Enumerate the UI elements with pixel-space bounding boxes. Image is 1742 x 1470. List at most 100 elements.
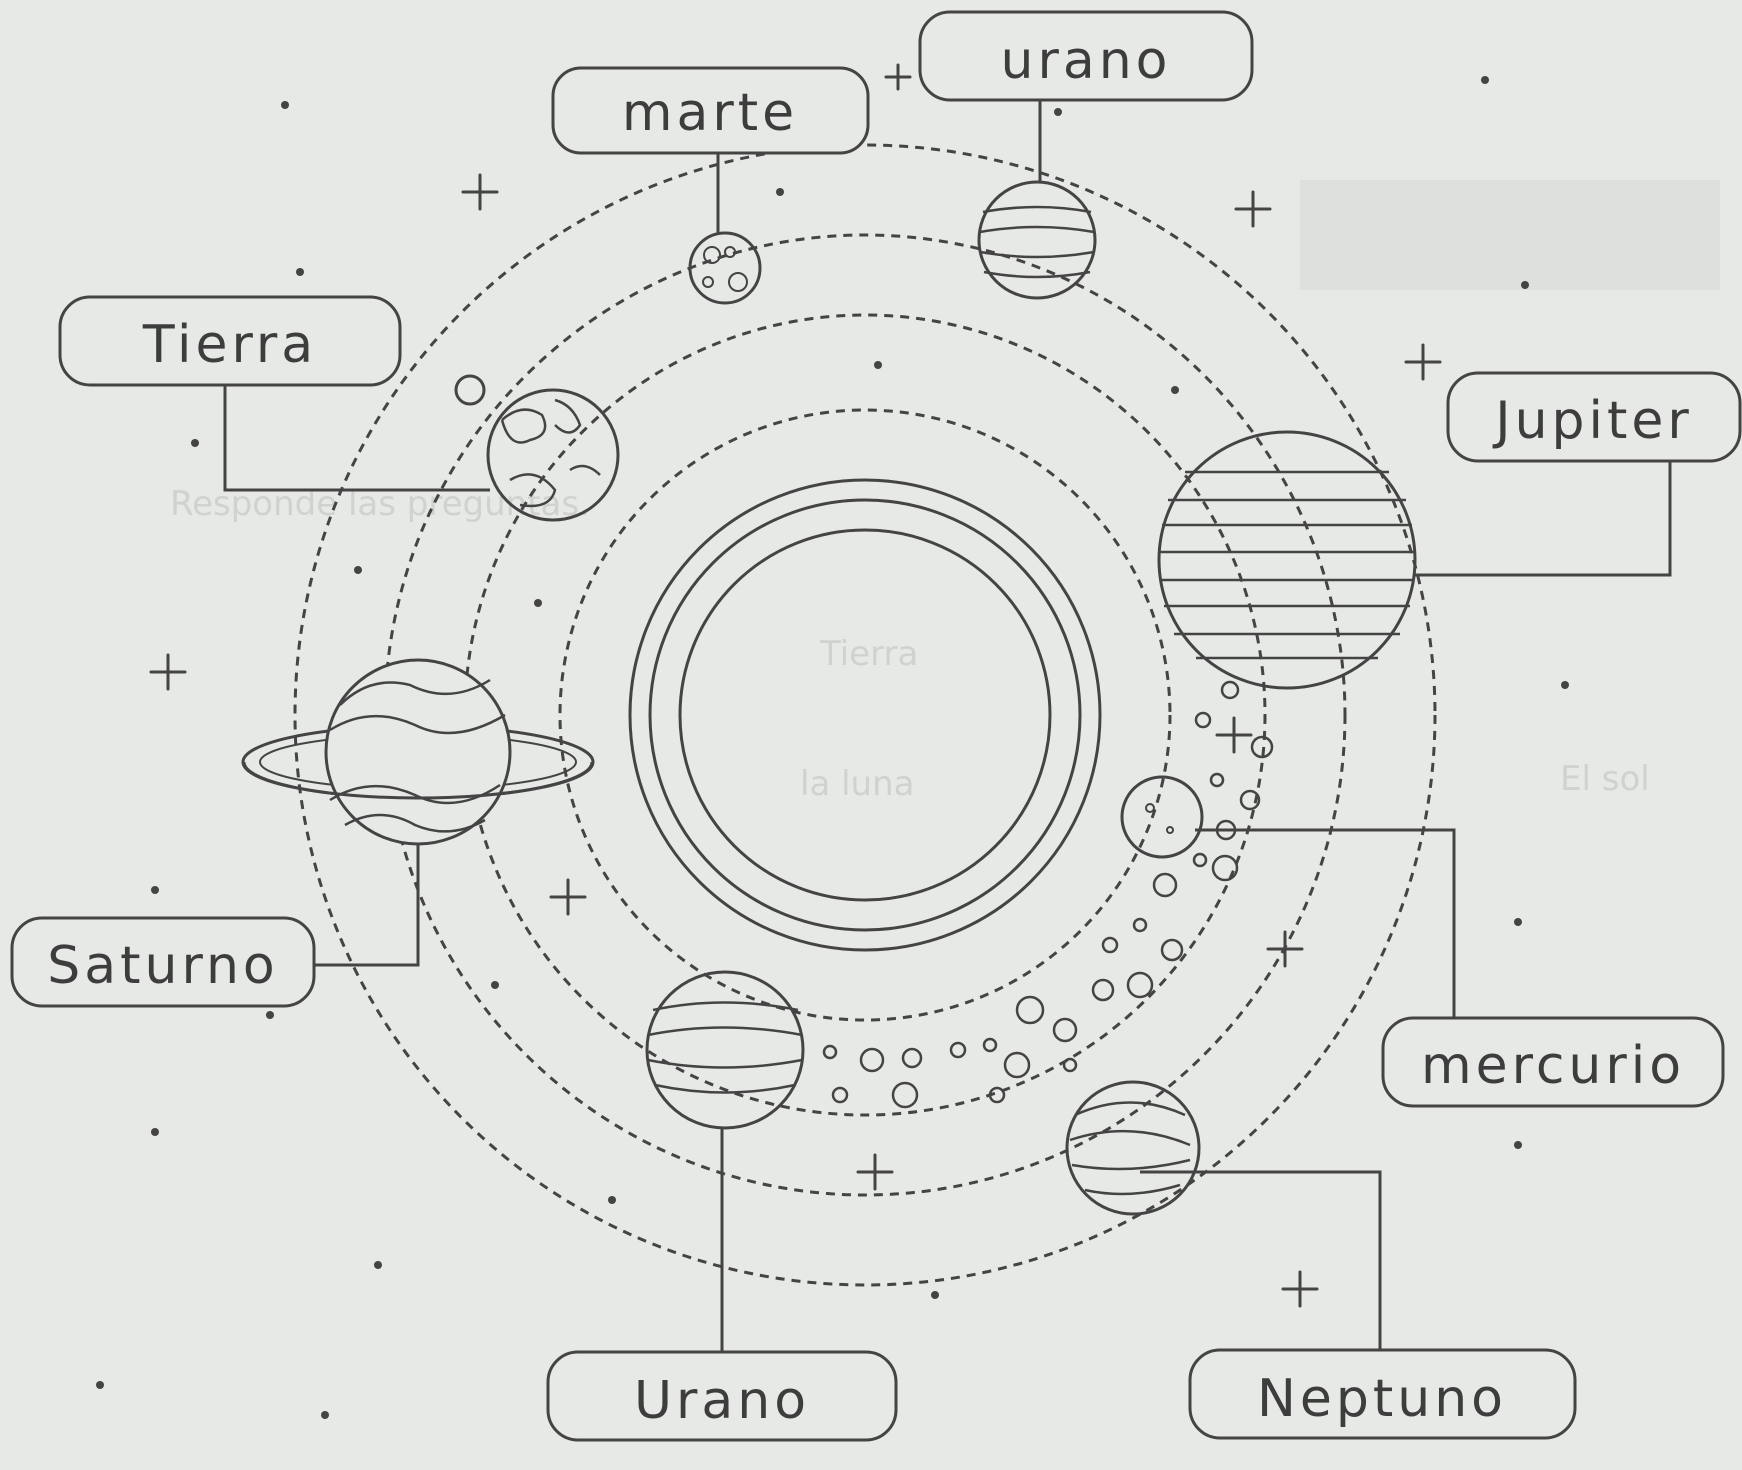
- label-tierra: Tierra: [142, 315, 317, 375]
- asteroid: [1160, 938, 1184, 962]
- star-icon: [1404, 343, 1442, 381]
- dot: [776, 188, 784, 196]
- dot: [608, 1196, 616, 1204]
- asteroid: [949, 1041, 967, 1059]
- asteroid: [1152, 872, 1178, 898]
- asteroid: [831, 1086, 849, 1104]
- leader-line-jupiter: [1415, 455, 1672, 577]
- asteroid: [1192, 852, 1208, 868]
- label-box-neptuno: [1188, 1348, 1577, 1440]
- dot: [96, 1381, 104, 1389]
- dot: [534, 599, 542, 607]
- label-boxes: [10, 10, 1742, 1442]
- star-icon: [1234, 190, 1272, 228]
- show-through-print: Responde las preguntas. El sol la luna T…: [170, 180, 1720, 804]
- orbit-1: [558, 408, 1172, 1022]
- ghost-line-4: Tierra: [819, 634, 918, 674]
- label-box-tierra: [58, 295, 402, 387]
- sun-middle-ring: [648, 498, 1082, 932]
- leader-line-mercurio: [1195, 828, 1456, 1020]
- dot: [321, 1411, 329, 1419]
- label-box-jupiter: [1446, 371, 1742, 463]
- star-icon: [149, 653, 187, 691]
- label-box-saturno: [10, 916, 316, 1008]
- star-icon: [461, 173, 499, 211]
- dot: [354, 566, 362, 574]
- asteroid: [1015, 995, 1045, 1025]
- asteroid: [1211, 854, 1239, 882]
- asteroid: [901, 1047, 923, 1069]
- asteroid: [1194, 711, 1212, 729]
- label-jupiter: Jupiter: [1492, 391, 1693, 451]
- label-box-urano-bottom: [546, 1350, 898, 1442]
- asteroid: [1209, 772, 1225, 788]
- dot: [1514, 918, 1522, 926]
- asteroid: [1220, 680, 1240, 700]
- leader-lines: [223, 98, 1672, 1352]
- dot: [874, 361, 882, 369]
- planet-marte: [688, 231, 762, 305]
- stars: [149, 63, 1442, 1308]
- dots: [96, 76, 1569, 1419]
- dot: [931, 1291, 939, 1299]
- planet-neptuno: [1065, 1080, 1201, 1216]
- dot: [1054, 108, 1062, 116]
- asteroid: [1132, 917, 1148, 933]
- planet-urano-top: [977, 180, 1097, 300]
- asteroid: [1052, 1017, 1078, 1043]
- label-box-urano-top: [918, 10, 1254, 102]
- label-neptuno: Neptuno: [1257, 1369, 1507, 1429]
- star-icon: [856, 1153, 894, 1191]
- planet-tierra: [454, 374, 620, 522]
- label-box-mercurio: [1381, 1016, 1725, 1108]
- dot: [1561, 681, 1569, 689]
- dot: [191, 439, 199, 447]
- asteroid: [1062, 1057, 1078, 1073]
- asteroid-belt: [822, 680, 1274, 1109]
- asteroid: [1250, 735, 1274, 759]
- asteroid: [1126, 971, 1154, 999]
- label-mercurio: mercurio: [1421, 1036, 1685, 1096]
- dot: [151, 886, 159, 894]
- dot: [266, 1011, 274, 1019]
- dot: [296, 268, 304, 276]
- label-urano-bottom: Urano: [634, 1371, 810, 1431]
- planet-saturno: [241, 658, 595, 846]
- leader-line-saturno: [313, 845, 420, 967]
- dot: [491, 981, 499, 989]
- star-icon: [1215, 716, 1253, 754]
- labels: marte urano Tierra Jupiter Saturno mercu…: [47, 31, 1693, 1431]
- ghost-line-3: la luna: [800, 764, 914, 804]
- asteroid: [859, 1047, 885, 1073]
- dot: [1171, 386, 1179, 394]
- star-icon: [1281, 1270, 1319, 1308]
- orbit-4: [293, 143, 1437, 1287]
- asteroid: [1091, 978, 1115, 1002]
- label-urano-top: urano: [1001, 31, 1172, 91]
- ghost-line-2: El sol: [1560, 759, 1650, 799]
- sun-core: [678, 528, 1052, 902]
- dot: [1521, 281, 1529, 289]
- dot: [281, 101, 289, 109]
- asteroid: [982, 1037, 998, 1053]
- leader-line-neptuno: [1140, 1170, 1382, 1350]
- asteroid: [988, 1086, 1006, 1104]
- asteroid: [822, 1044, 838, 1060]
- ghost-box: [1300, 180, 1720, 290]
- sun-outer-ring: [628, 478, 1102, 952]
- asteroid: [891, 1081, 919, 1109]
- label-box-marte: [551, 66, 870, 155]
- dot: [151, 1128, 159, 1136]
- label-saturno: Saturno: [47, 936, 278, 996]
- label-marte: marte: [622, 83, 798, 143]
- dot: [1481, 76, 1489, 84]
- star-icon: [549, 878, 587, 916]
- dot: [1514, 1141, 1522, 1149]
- leader-line-tierra: [223, 385, 490, 492]
- planet-mercurio: [1120, 775, 1204, 859]
- dot: [374, 1261, 382, 1269]
- asteroid: [1239, 789, 1261, 811]
- sun: [628, 478, 1102, 952]
- star-icon: [1266, 930, 1304, 968]
